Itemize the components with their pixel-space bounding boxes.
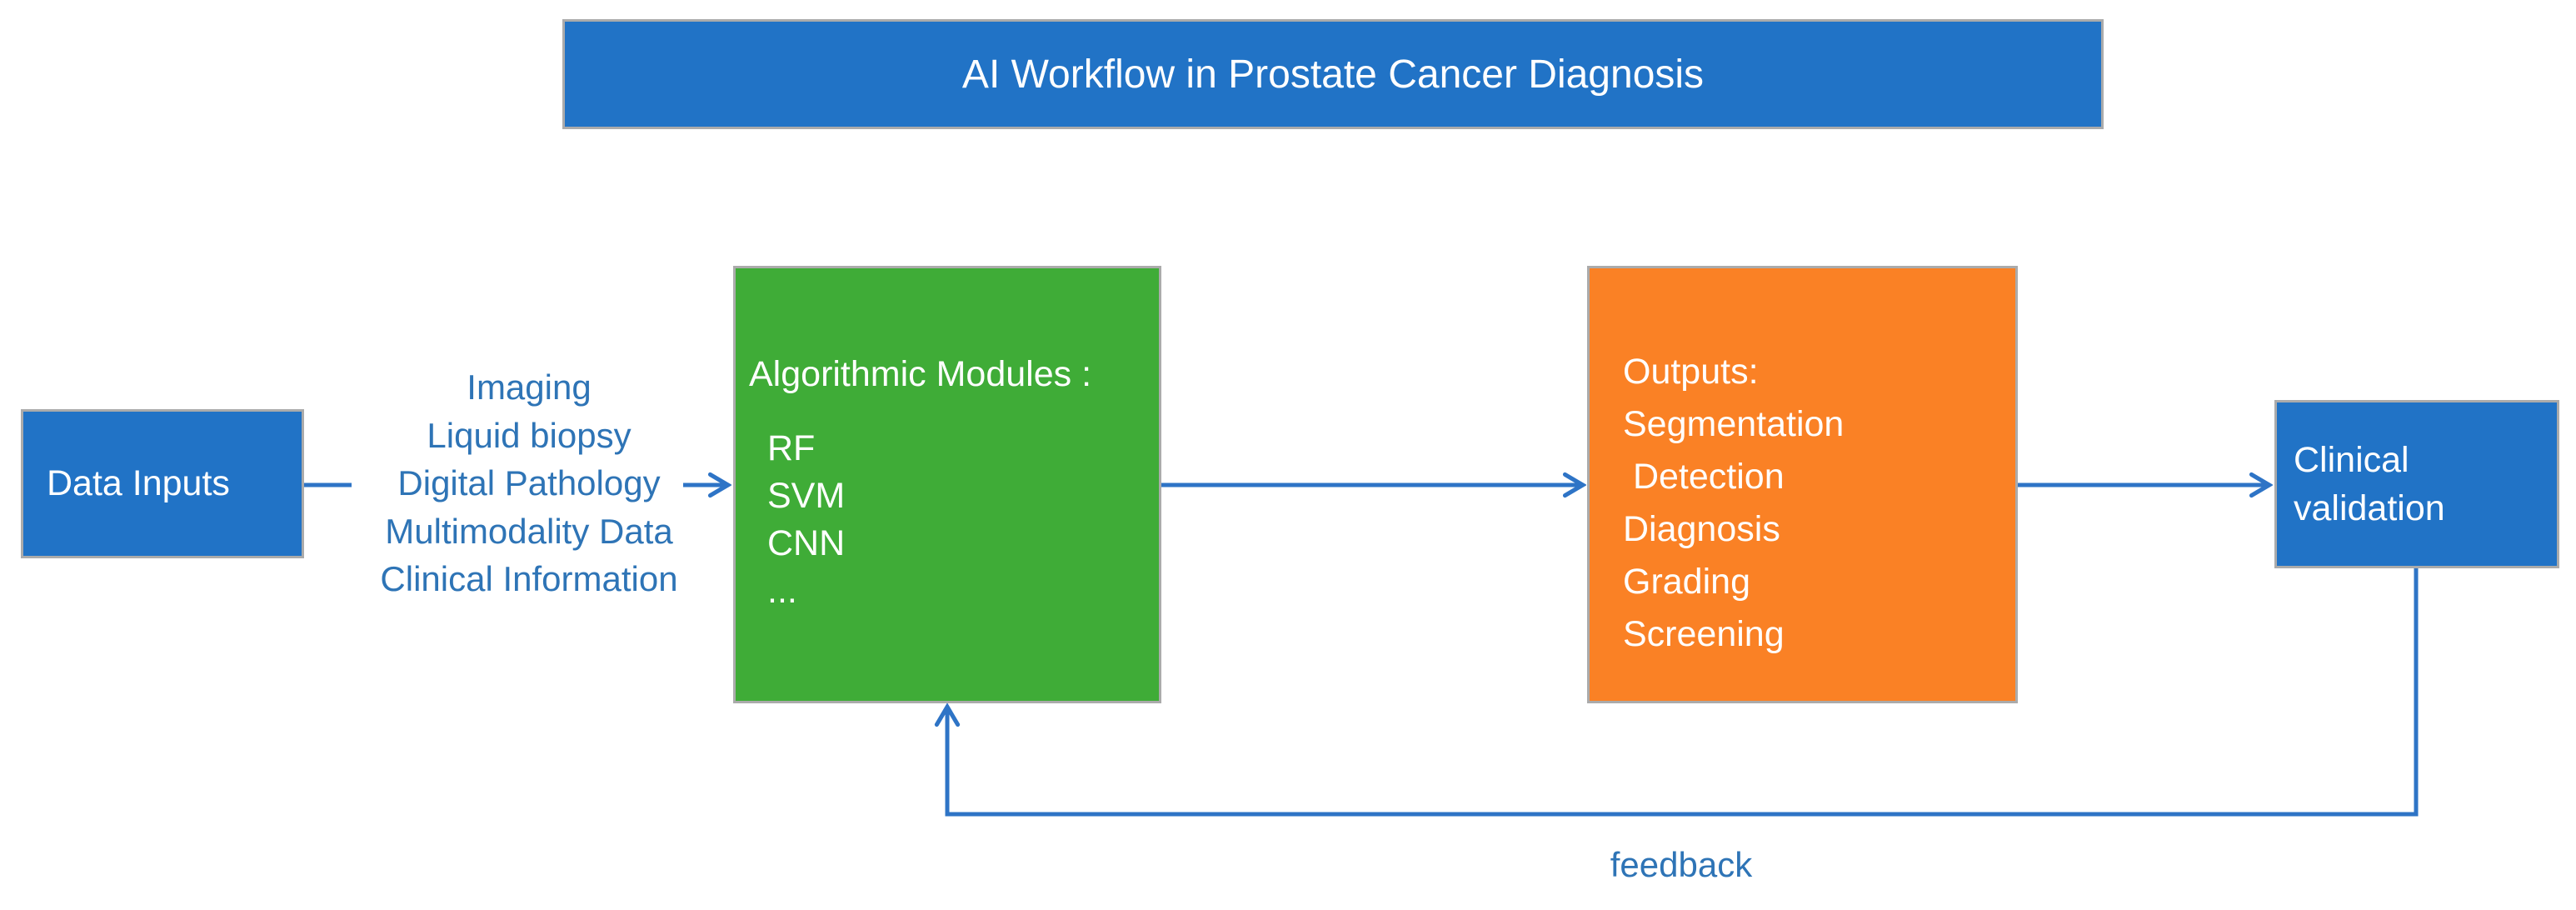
outputs-heading: Outputs:	[1623, 352, 1759, 392]
node-outputs: Outputs: Segmentation Detection Diagnosi…	[1587, 266, 2018, 703]
algorithmic-modules-items: RF SVM CNN ...	[749, 425, 1151, 615]
input-type-digital-pathology: Digital Pathology	[397, 463, 661, 502]
title-banner: AI Workflow in Prostate Cancer Diagnosis	[562, 19, 2104, 129]
feedback-label: feedback	[1610, 845, 1753, 884]
input-type-imaging: Imaging	[467, 368, 592, 407]
algorithmic-modules-heading: Algorithmic Modules :	[749, 354, 1092, 394]
node-algorithmic-modules: Algorithmic Modules : RF SVM CNN ...	[733, 266, 1161, 703]
node-clinical-validation: Clinical validation	[2274, 400, 2559, 568]
output-grading: Grading	[1623, 562, 1750, 602]
data-input-types-list: Imaging Liquid biopsy Digital Pathology …	[350, 363, 708, 603]
data-inputs-label: Data Inputs	[47, 463, 230, 503]
module-item-rf: RF	[767, 428, 816, 468]
input-type-liquid-biopsy: Liquid biopsy	[427, 415, 632, 455]
input-type-clinical-information: Clinical Information	[380, 559, 678, 598]
input-type-multimodality-data: Multimodality Data	[385, 511, 673, 551]
clinical-validation-label: Clinical validation	[2294, 440, 2445, 528]
output-diagnosis: Diagnosis	[1623, 509, 1780, 549]
connector-feedback-loop-arrow	[947, 568, 2419, 817]
module-item-cnn: CNN	[767, 523, 846, 563]
output-screening: Screening	[1623, 614, 1785, 654]
page-title: AI Workflow in Prostate Cancer Diagnosis	[961, 52, 1705, 97]
output-detection: Detection	[1623, 457, 1785, 497]
node-data-inputs: Data Inputs	[21, 409, 304, 558]
output-segmentation: Segmentation	[1623, 404, 1845, 444]
module-item-ellipsis: ...	[767, 571, 797, 611]
module-item-svm: SVM	[767, 476, 846, 516]
